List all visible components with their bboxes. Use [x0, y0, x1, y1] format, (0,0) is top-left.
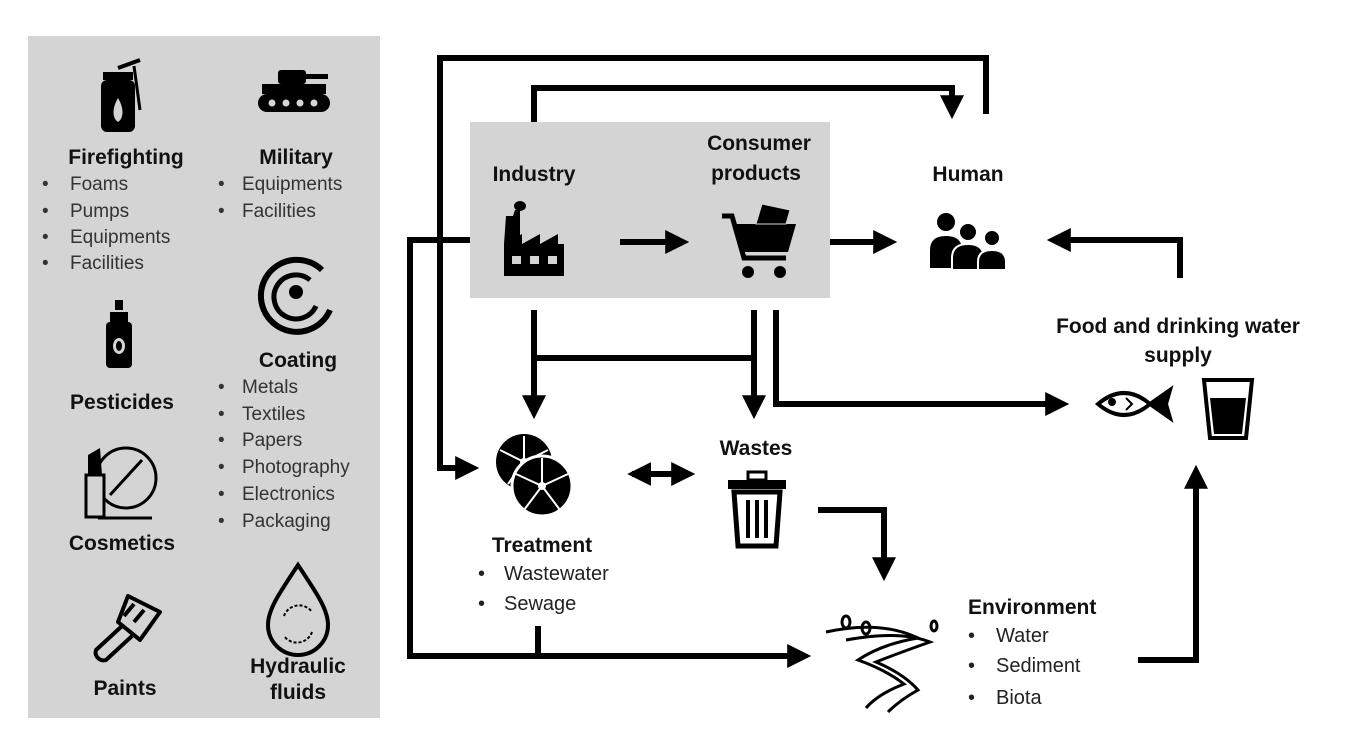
svg-text:•: • [218, 404, 225, 425]
svg-text:•: • [218, 430, 225, 451]
svg-text:•: • [218, 484, 225, 505]
arrow-environment-to-food [1138, 464, 1208, 663]
wastes-label: Wastes [720, 437, 793, 460]
coating-item: Photography [242, 457, 350, 478]
hydraulic-title: Hydraulic [250, 655, 346, 678]
arrow-panel-to-human-top [437, 55, 989, 480]
svg-text:•: • [968, 687, 975, 709]
svg-text:•: • [42, 201, 49, 222]
human-label: Human [932, 163, 1003, 186]
consumer-label: Consumer [707, 132, 811, 155]
extinguisher-icon [101, 58, 142, 132]
consumer-label-line2: products [711, 162, 801, 185]
svg-text:•: • [42, 174, 49, 195]
industry-label: Industry [493, 163, 576, 186]
trash-can-icon [728, 470, 786, 549]
svg-text:•: • [218, 377, 225, 398]
cosmetics-icon [84, 446, 158, 520]
environment-item: Biota [996, 687, 1042, 709]
hydraulic-title-line2: fluids [270, 681, 326, 704]
treatment-item: Sewage [504, 593, 576, 615]
pesticides-title: Pesticides [70, 391, 174, 414]
flow-arrows [407, 55, 1208, 668]
svg-text:•: • [42, 227, 49, 248]
spray-can-icon [106, 300, 132, 368]
svg-text:•: • [218, 174, 225, 195]
military-list: • Equipments • Facilities [218, 174, 342, 222]
environment-item: Water [996, 625, 1049, 647]
treatment-title: Treatment [492, 534, 592, 557]
environment-item: Sediment [996, 655, 1081, 677]
treatment-filters-icon [496, 434, 574, 518]
firefighting-item: Facilities [70, 253, 144, 274]
food-water-label-line2: supply [1144, 344, 1212, 367]
tank-icon [258, 70, 330, 112]
coating-list: • Metals • Textiles • Papers • Photography •… [218, 377, 350, 532]
military-item: Equipments [242, 174, 342, 195]
arrow-industry-to-environment [407, 237, 812, 668]
people-icon [930, 213, 1007, 271]
arrow-industry-to-human [531, 85, 964, 122]
coating-title: Coating [259, 349, 337, 372]
coating-item: Metals [242, 377, 298, 398]
arrow-wastes-to-environment [818, 507, 896, 582]
treatment-list: • Wastewater • Sewage [478, 563, 609, 615]
firefighting-item: Foams [70, 174, 128, 195]
shopping-cart-icon [722, 203, 796, 278]
droplet-icon [265, 561, 331, 657]
arrow-food-to-human [1046, 228, 1183, 278]
svg-text:•: • [218, 457, 225, 478]
glass-icon [1201, 378, 1255, 440]
coating-item: Electronics [242, 484, 335, 505]
arrow-consumer-to-food [773, 310, 1070, 416]
military-title: Military [259, 146, 333, 169]
svg-text:•: • [968, 655, 975, 677]
river-icon [825, 614, 939, 714]
coating-item: Papers [242, 430, 302, 451]
fish-icon [1094, 385, 1174, 423]
paintbrush-icon [93, 594, 162, 663]
environment-list: • Water • Sediment • Biota [968, 625, 1081, 709]
factory-icon [504, 201, 564, 276]
svg-text:•: • [968, 625, 975, 647]
svg-text:•: • [478, 563, 485, 585]
svg-text:•: • [218, 511, 225, 532]
environment-title: Environment [968, 596, 1096, 619]
firefighting-item: Equipments [70, 227, 170, 248]
coating-item: Textiles [242, 404, 305, 425]
coating-item: Packaging [242, 511, 331, 532]
firefighting-list: • Foams • Pumps • Equipments • Facilities [42, 174, 170, 274]
firefighting-item: Pumps [70, 201, 129, 222]
coating-icon [257, 256, 333, 335]
svg-text:•: • [218, 201, 225, 222]
paints-title: Paints [93, 677, 156, 700]
military-item: Facilities [242, 201, 316, 222]
firefighting-title: Firefighting [68, 146, 183, 169]
svg-text:•: • [42, 253, 49, 274]
food-water-label: Food and drinking water [1056, 315, 1300, 338]
svg-text:•: • [478, 593, 485, 615]
treatment-item: Wastewater [504, 563, 609, 585]
cosmetics-title: Cosmetics [69, 532, 175, 555]
